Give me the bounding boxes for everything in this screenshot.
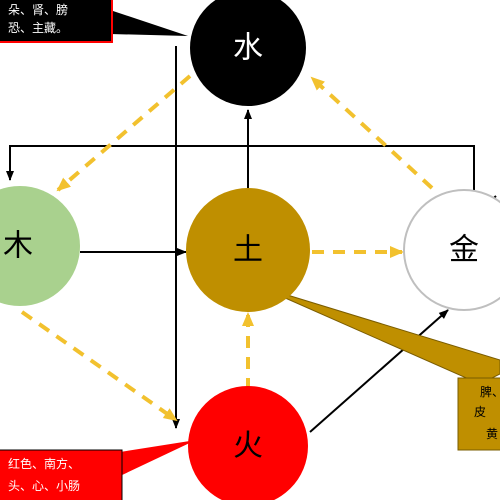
generating-arrows xyxy=(20,74,434,422)
fire-node: 火 xyxy=(188,386,308,500)
fire-to-metal-arrow xyxy=(309,309,449,433)
fire-callout-box xyxy=(0,449,123,500)
metal-to-wood-arrow xyxy=(6,145,475,190)
metal-label: 金 xyxy=(449,233,479,268)
water-callout-line-1: 朵、肾、膀 xyxy=(8,2,68,17)
earth-node: 土 xyxy=(186,188,310,312)
wood-node: 木 xyxy=(0,186,80,306)
water-to-wood-arrow xyxy=(56,74,192,192)
fire-label: 火 xyxy=(233,429,263,464)
water-callout: 朵、肾、膀 恐、主藏。 xyxy=(0,0,188,43)
water-callout-line-2: 恐、主藏。 xyxy=(8,21,68,35)
earth-label: 土 xyxy=(233,233,263,268)
earth-callout-line-3: 黄 xyxy=(486,427,498,441)
earth-callout-line-2: 皮 xyxy=(474,405,486,419)
earth-callout-box xyxy=(457,377,500,451)
earth-callout-line-1: 脾、 xyxy=(480,384,500,399)
wood-label: 木 xyxy=(3,229,33,264)
water-node: 水 xyxy=(190,0,306,106)
earth-callout: 脾、 皮 黄 xyxy=(257,285,500,451)
metal-node: 金 xyxy=(403,189,500,311)
fire-callout: 红色、南方、 头、心、小肠 xyxy=(0,440,196,500)
metal-to-water-arrow xyxy=(310,76,434,190)
water-callout-box xyxy=(0,0,113,43)
wood-to-fire-arrow xyxy=(20,310,178,422)
water-label: 水 xyxy=(233,31,263,66)
fire-callout-line-1: 红色、南方、 xyxy=(8,456,80,471)
fire-callout-line-2: 头、心、小肠 xyxy=(8,479,80,493)
